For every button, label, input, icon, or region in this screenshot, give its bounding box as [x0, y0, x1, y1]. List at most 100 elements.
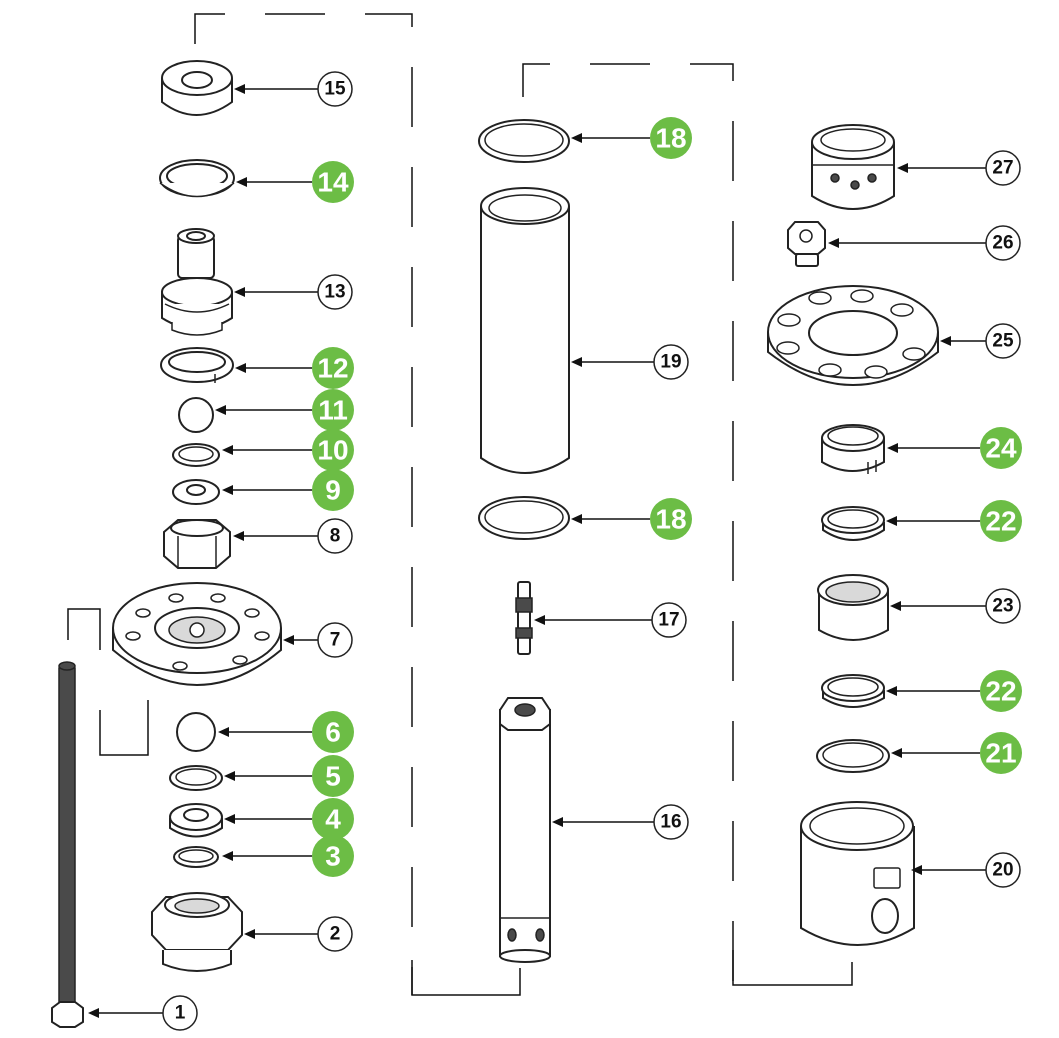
callout-circle: [312, 469, 354, 511]
callout-11: 11: [312, 389, 354, 431]
arrowhead-1: [88, 1008, 99, 1018]
callout-circle: [985, 150, 1021, 186]
callout-6: 6: [312, 711, 354, 753]
arrowhead-19: [571, 357, 582, 367]
callout-circle: [317, 622, 353, 658]
part-27-cap: [811, 124, 895, 210]
arrowhead-10: [222, 445, 233, 455]
callout-circle: [312, 389, 354, 431]
callout-circle: [985, 225, 1021, 261]
part-14-seal-ring: [159, 159, 235, 198]
callout-21: 21: [980, 732, 1022, 774]
part-10-o-ring: [172, 443, 220, 467]
arrowhead-14: [236, 177, 247, 187]
callout-label: 26: [992, 233, 1013, 254]
arrowhead-24: [887, 443, 898, 453]
arrowhead-20: [911, 865, 922, 875]
leader-arrows: [88, 84, 986, 1018]
arrowhead-22: [886, 516, 897, 526]
callout-1: 1: [162, 995, 198, 1031]
callout-label: 21: [985, 738, 1016, 769]
callout-15: 15: [317, 71, 353, 107]
arrowhead-25: [940, 336, 951, 346]
part-16-piston-rod: [499, 697, 551, 963]
part-24-split-sleeve: [821, 424, 885, 474]
callout-label: 18: [655, 123, 686, 154]
callout-5: 5: [312, 755, 354, 797]
callout-circle: [317, 916, 353, 952]
arrowhead-5: [224, 771, 235, 781]
callout-circle: [653, 804, 689, 840]
callout-circle: [312, 835, 354, 877]
callout-label: 5: [325, 761, 341, 792]
callout-label: 14: [317, 167, 349, 198]
part-15-packing-nut: [161, 60, 233, 116]
callout-circle: [312, 798, 354, 840]
callout-20: 20: [985, 852, 1021, 888]
arrowhead-13: [234, 287, 245, 297]
part-5-o-ring: [169, 765, 223, 791]
callout-circle: [312, 347, 354, 389]
part-26-fitting: [787, 221, 826, 267]
callout-3: 3: [312, 835, 354, 877]
part-13-piston-valve: [161, 228, 233, 336]
callout-22: 22: [980, 670, 1022, 712]
arrowhead-15: [234, 84, 245, 94]
arrowhead-18: [571, 133, 582, 143]
callout-label: 3: [325, 841, 341, 872]
callout-4: 4: [312, 798, 354, 840]
arrowhead-8: [233, 531, 244, 541]
callout-label: 23: [992, 596, 1013, 617]
callout-label: 9: [325, 475, 341, 506]
callout-18: 18: [650, 498, 692, 540]
callout-circle: [980, 732, 1022, 774]
part-9-washer: [172, 479, 220, 505]
callout-9: 9: [312, 469, 354, 511]
part-22-lower-ring: [821, 674, 885, 708]
callout-label: 7: [330, 630, 341, 651]
part-6-ball: [176, 712, 216, 752]
arrowhead-26: [828, 238, 839, 248]
callout-23: 23: [985, 588, 1021, 624]
part-3-o-ring: [173, 846, 219, 868]
part-1-tie-rod: [51, 661, 84, 1028]
callout-circle: [985, 323, 1021, 359]
callout-circle: [650, 117, 692, 159]
callout-circle: [317, 71, 353, 107]
callout-label: 20: [992, 860, 1013, 881]
callout-circle: [980, 670, 1022, 712]
callout-circle: [317, 274, 353, 310]
callout-label: 27: [992, 158, 1013, 179]
callout-26: 26: [985, 225, 1021, 261]
callout-19: 19: [653, 344, 689, 380]
part-25-outlet-flange: [767, 285, 939, 386]
callout-circle: [312, 429, 354, 471]
callout-circle: [651, 602, 687, 638]
callout-label: 17: [658, 610, 679, 631]
callout-label: 24: [985, 433, 1017, 464]
callout-label: 16: [660, 812, 681, 833]
assembly-brackets: [67, 13, 853, 996]
callout-circle: [312, 711, 354, 753]
callout-18: 18: [650, 117, 692, 159]
part-19-cylinder: [480, 187, 570, 474]
arrowhead-7: [283, 635, 294, 645]
arrowhead-12: [235, 363, 246, 373]
callout-circle: [985, 852, 1021, 888]
callout-circle: [653, 344, 689, 380]
part-17-pin: [515, 581, 533, 655]
callout-circle: [312, 755, 354, 797]
callout-27: 27: [985, 150, 1021, 186]
part-23-gland: [817, 574, 889, 641]
part-8-hex-nut: [163, 519, 231, 569]
part-21-o-ring: [816, 739, 890, 773]
callout-label: 8: [330, 526, 341, 547]
callout-label: 11: [318, 395, 348, 426]
callout-label: 6: [325, 717, 341, 748]
arrowhead-22: [886, 686, 897, 696]
callout-16: 16: [653, 804, 689, 840]
arrowhead-23: [890, 601, 901, 611]
callout-8: 8: [317, 518, 353, 554]
callout-label: 10: [317, 435, 348, 466]
